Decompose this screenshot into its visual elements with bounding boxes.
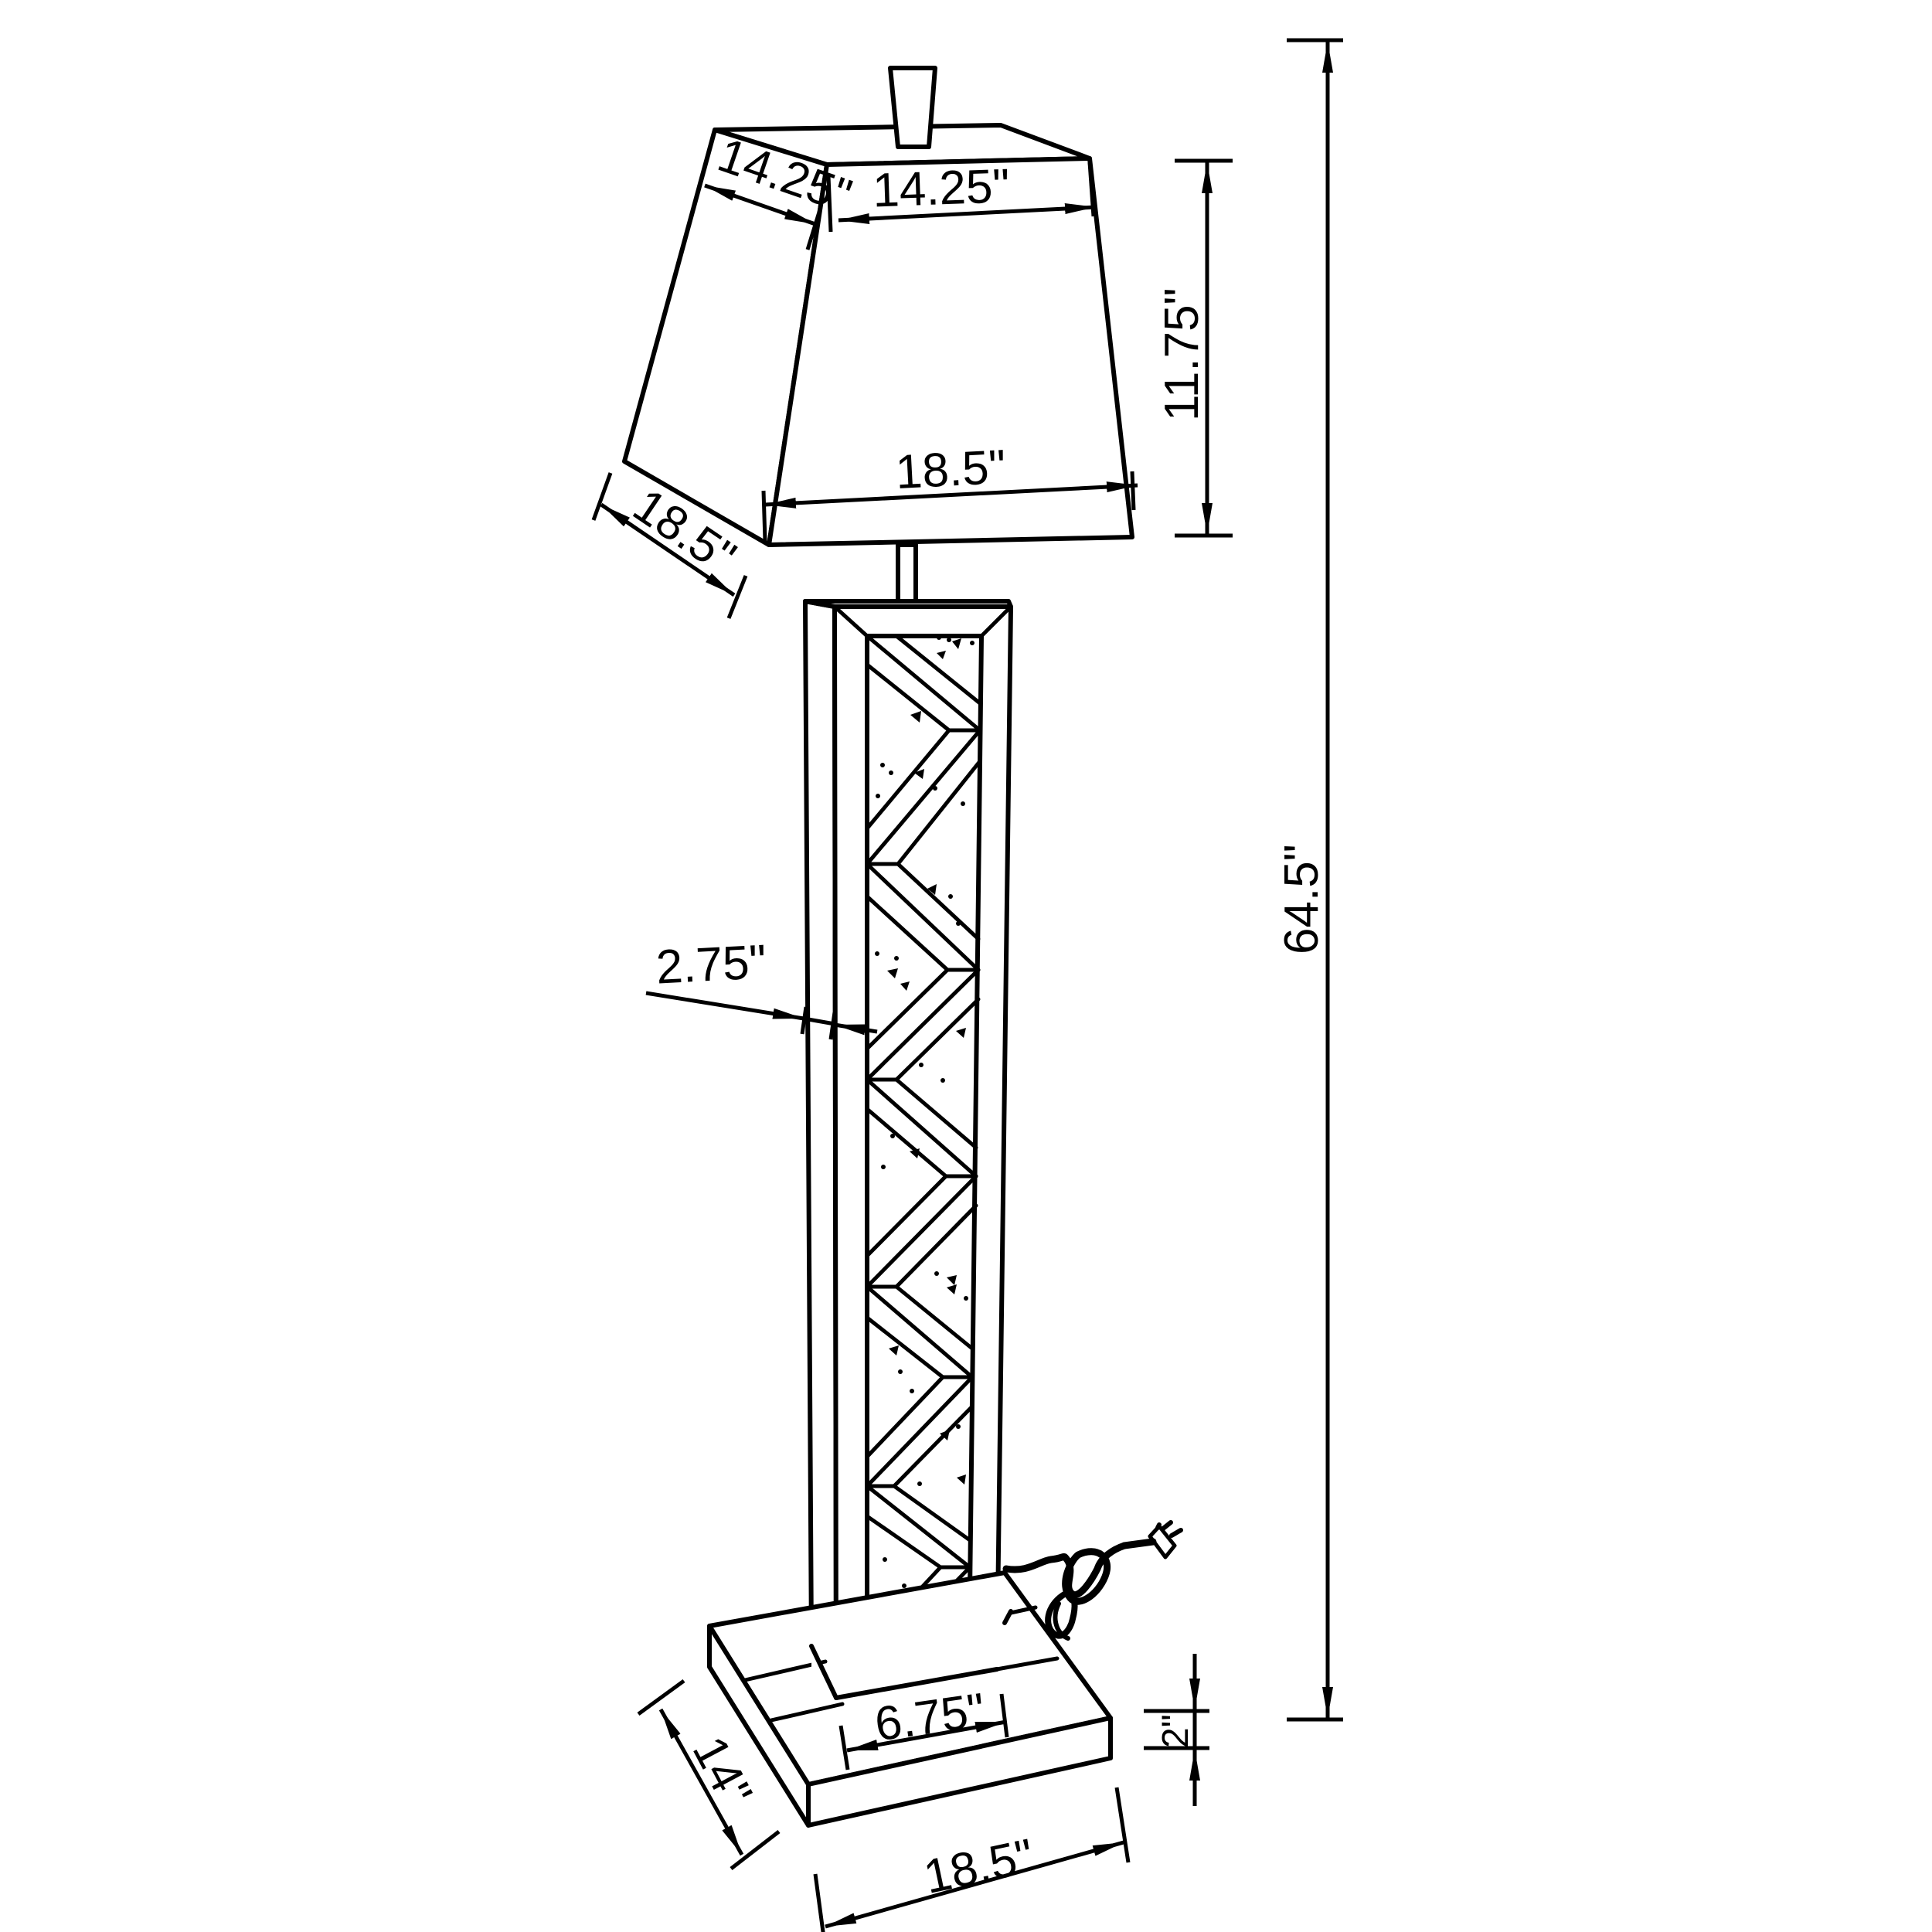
lamp-base (707, 1570, 1113, 1828)
dim-shade-bottom-width: 18.5" (761, 440, 1138, 542)
dim-column-depth: 2.75" (645, 935, 878, 1040)
dim-overall-height: 64.5" (1275, 38, 1343, 1722)
lamp-column (803, 599, 1013, 1700)
label-shade-top-width: 14.25" (872, 159, 1010, 217)
lamp-shade (622, 66, 1134, 547)
dim-shade-height: 11.75" (1155, 158, 1233, 538)
finial (888, 66, 937, 149)
label-overall-height: 64.5" (1275, 844, 1328, 954)
label-shade-height: 11.75" (1155, 287, 1209, 421)
column-mirror-panel (865, 634, 984, 1675)
label-column-depth: 2.75" (655, 935, 767, 994)
base-front-face (806, 1716, 1113, 1828)
label-shade-bottom-width: 18.5" (894, 440, 1007, 499)
shade-front-face (767, 156, 1134, 547)
column-side-face (803, 599, 838, 1700)
dim-shade-top-width: 14.25" (826, 159, 1097, 233)
label-base-depth: 14" (682, 1728, 763, 1815)
chevron-pattern (865, 634, 982, 1675)
label-base-height: 2" (1155, 1714, 1196, 1748)
cord-icon (1002, 1542, 1128, 1641)
lamp-stem (896, 543, 918, 609)
plug-icon (1121, 1520, 1183, 1560)
dim-base-height: 2" (1144, 1654, 1209, 1806)
label-base-width: 18.5" (920, 1829, 1039, 1904)
